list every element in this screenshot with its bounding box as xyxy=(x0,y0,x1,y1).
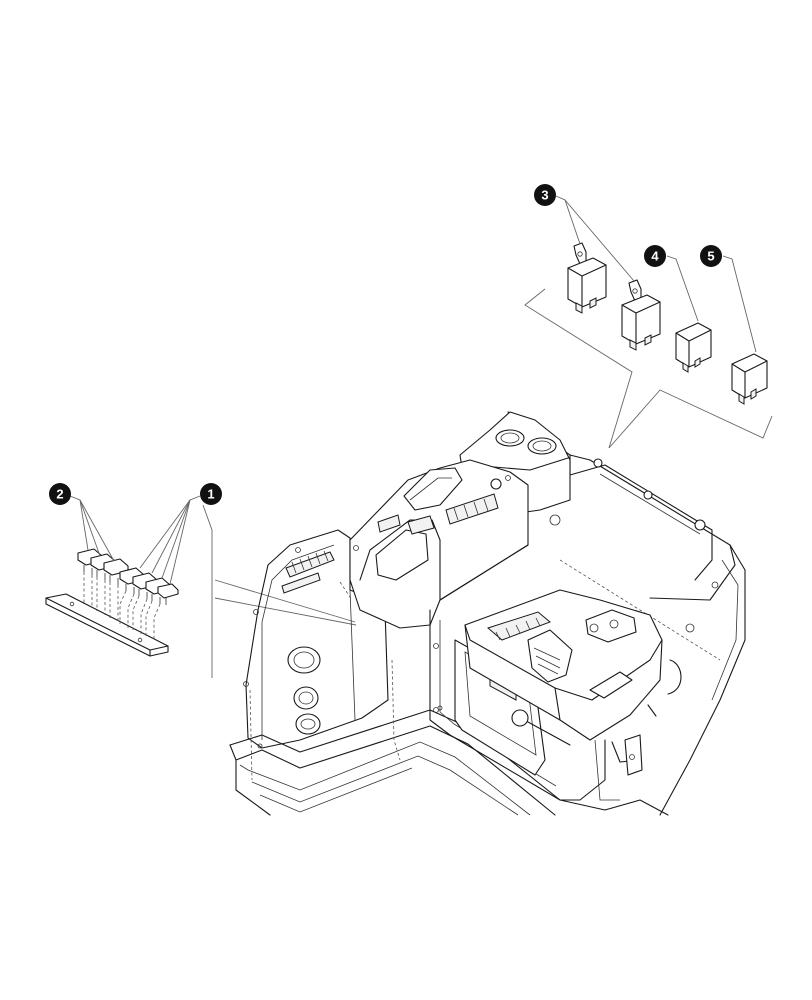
relay-3b xyxy=(621,279,661,351)
cab-floor xyxy=(229,709,669,816)
callout-5: 5 xyxy=(700,245,722,267)
fuse-holder-strip xyxy=(45,593,169,657)
callout-1-label: 1 xyxy=(207,487,214,502)
cab-wiring xyxy=(249,581,443,781)
left-side-console xyxy=(243,529,389,749)
fuse-set-1 xyxy=(119,567,179,605)
callout-4: 4 xyxy=(644,245,666,267)
relay-leader-lines xyxy=(555,195,757,353)
fuse-insertion-lines xyxy=(83,572,161,641)
callout-3-label: 3 xyxy=(541,188,548,203)
relay-3a xyxy=(567,242,607,314)
callout-2: 2 xyxy=(49,483,71,505)
front-side-panel xyxy=(429,609,643,801)
relay-group-outline xyxy=(524,288,773,449)
right-joystick-console xyxy=(464,589,682,801)
callout-3: 3 xyxy=(534,184,556,206)
callout-4-label: 4 xyxy=(651,249,659,264)
fuse-leader-lines xyxy=(69,495,201,585)
callout-1: 1 xyxy=(200,483,222,505)
callout-5-label: 5 xyxy=(707,249,714,264)
center-armrest-console xyxy=(349,459,529,629)
relay-4 xyxy=(675,322,712,373)
rear-shelf-panel xyxy=(507,411,746,816)
relay-5 xyxy=(731,353,768,405)
fuse-group-outline xyxy=(202,504,357,678)
callout-2-label: 2 xyxy=(56,487,63,502)
